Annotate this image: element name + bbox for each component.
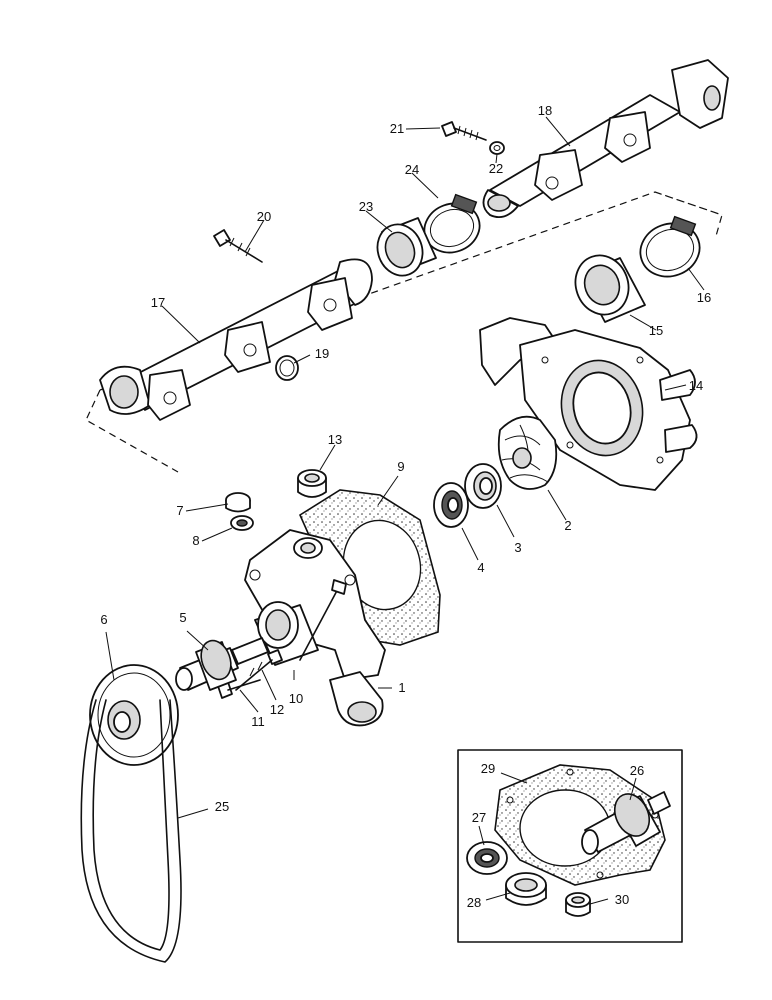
part-5-spindle-bearing <box>175 637 269 691</box>
callout-29: 29 <box>481 761 495 776</box>
callout-7: 7 <box>176 503 183 518</box>
callout-10: 10 <box>289 691 303 706</box>
callout-13: 13 <box>328 432 342 447</box>
callout-4: 4 <box>477 560 484 575</box>
callout-25: 25 <box>215 799 229 814</box>
callout-labels: 1 2 3 4 5 6 7 8 9 10 11 12 13 14 15 16 1… <box>100 103 711 910</box>
callout-6: 6 <box>100 612 107 627</box>
part-2-impeller <box>497 415 558 490</box>
callout-5: 5 <box>179 610 186 625</box>
part-24-hose-clip <box>423 193 481 254</box>
callout-8: 8 <box>192 533 199 548</box>
part-3-seal <box>464 463 502 509</box>
part-15-hose <box>574 254 646 323</box>
part-19-o-ring <box>275 355 299 381</box>
callout-2: 2 <box>564 518 571 533</box>
callout-1: 1 <box>398 680 405 695</box>
part-10-bolt <box>299 579 347 661</box>
callout-14: 14 <box>689 378 703 393</box>
callout-12: 12 <box>270 702 284 717</box>
callout-21: 21 <box>390 121 404 136</box>
part-4-seal <box>433 482 469 528</box>
part-17-lower-manifold <box>99 258 373 421</box>
part-20-bolt <box>213 229 263 263</box>
leader-lines <box>105 116 705 905</box>
callout-24: 24 <box>405 162 419 177</box>
callout-15: 15 <box>649 323 663 338</box>
part-25-belt <box>80 699 182 963</box>
part-28-seal-ring <box>505 872 547 906</box>
callout-26: 26 <box>630 763 644 778</box>
callout-18: 18 <box>538 103 552 118</box>
callout-9: 9 <box>397 459 404 474</box>
callout-3: 3 <box>514 540 521 555</box>
callout-27: 27 <box>472 810 486 825</box>
part-30-spacer <box>565 892 591 917</box>
part-16-hose-clip <box>639 215 701 278</box>
callout-16: 16 <box>697 290 711 305</box>
part-18-upper-manifold <box>482 59 729 218</box>
part-14-pump-housing <box>479 317 698 491</box>
part-6-pulley <box>89 664 179 766</box>
part-13-spacer <box>297 469 327 498</box>
callout-19: 19 <box>315 346 329 361</box>
callout-22: 22 <box>489 161 503 176</box>
part-26-spindle <box>581 791 671 855</box>
callout-17: 17 <box>151 295 165 310</box>
callout-23: 23 <box>359 199 373 214</box>
callout-28: 28 <box>467 895 481 910</box>
part-27-seal <box>466 841 508 875</box>
part-8-washer <box>230 515 254 531</box>
part-21-bolt <box>441 121 487 141</box>
callout-30: 30 <box>615 892 629 907</box>
part-23-hose <box>376 217 437 277</box>
part-7-plug <box>225 492 251 513</box>
callout-20: 20 <box>257 209 271 224</box>
part-22-nut <box>489 141 505 155</box>
part-1-pump-body <box>244 529 386 727</box>
part-29-gasket <box>494 764 666 886</box>
callout-11: 11 <box>251 714 265 729</box>
part-9-gasket <box>298 489 441 646</box>
inset-box <box>457 749 683 943</box>
